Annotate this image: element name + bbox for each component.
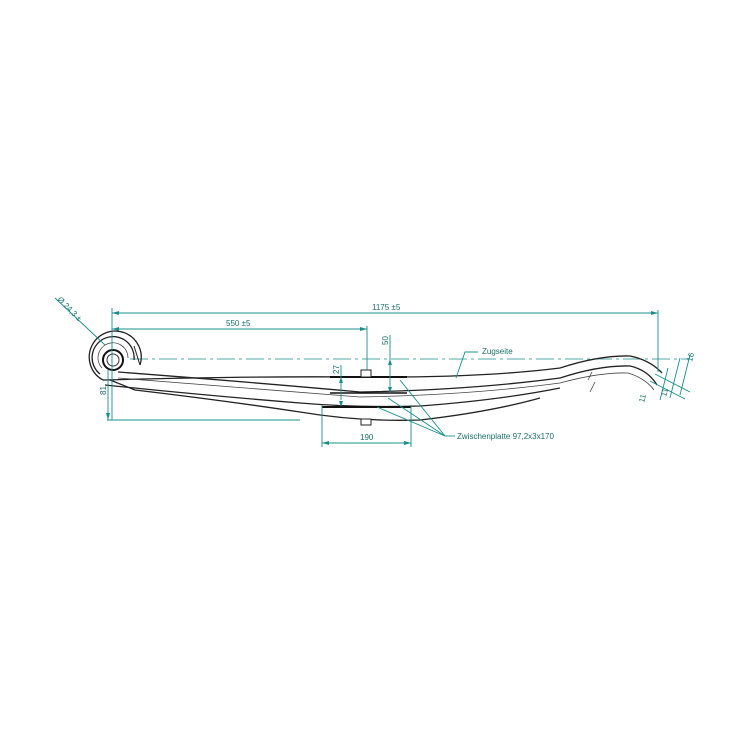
end-16-label: 16 (685, 351, 696, 362)
height-81-label: 81 (99, 386, 108, 395)
end-11b-label: 11 (659, 387, 670, 398)
eye-diameter-label: Ø 24,3 ± (56, 295, 84, 323)
height-27-label: 27 (332, 365, 341, 374)
plate-width-label: 190 (360, 433, 374, 442)
overall-length-label: 1175 ±5 (372, 303, 401, 312)
height-50-label: 50 (381, 336, 390, 345)
leaves (102, 355, 663, 421)
end-11a-label: 11 (637, 393, 648, 404)
tension-side-label: Zugseite (482, 347, 513, 356)
center-offset-label: 550 ±5 (226, 319, 251, 328)
dimensions (54, 297, 691, 447)
spacer-plate-label: Zwischenplatte 97,2x3x170 (457, 432, 555, 441)
clamp-plates (322, 369, 411, 426)
spring-eye (88, 330, 142, 381)
